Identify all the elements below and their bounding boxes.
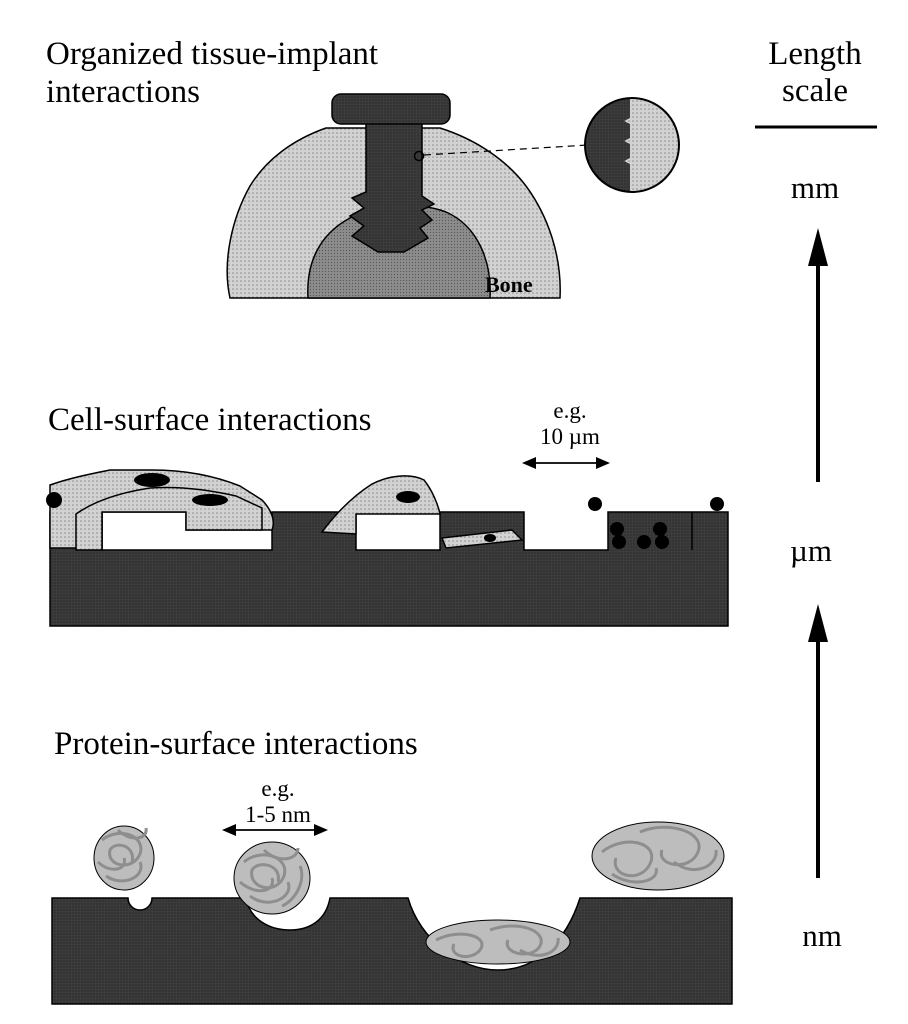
- unit-label-um: µm: [790, 533, 832, 568]
- detail-leader-line: [423, 144, 589, 156]
- cell-nucleus: [484, 534, 496, 542]
- protein-surface-illustration: [51, 821, 733, 1005]
- round-cell: [637, 535, 651, 549]
- protein-molecule: [93, 825, 155, 891]
- unit-label-nm: nm: [802, 918, 842, 953]
- protein-scale-example: e.g. 1-5 nm: [218, 776, 338, 828]
- round-cell: [655, 535, 669, 549]
- length-scale-title: Length scale: [745, 36, 885, 110]
- tissue-implant-title: Organized tissue-implant interactions: [46, 36, 378, 112]
- bone-label: Bone: [485, 272, 533, 297]
- tissue-implant-title-line2: interactions: [46, 73, 200, 110]
- round-cell: [612, 535, 626, 549]
- protein-molecule: [233, 841, 311, 915]
- arrow-up-icon: [808, 228, 828, 482]
- cell: [320, 475, 441, 535]
- tissue-implant-title-line1: Organized tissue-implant: [46, 36, 379, 72]
- cell-surface-title: Cell-surface interactions: [48, 402, 372, 438]
- length-scale-axis: [755, 125, 877, 878]
- length-scale-title-line2: scale: [782, 72, 848, 109]
- nano-substrate: [51, 897, 733, 1005]
- cell-scale-example: e.g. 10 µm: [510, 398, 630, 450]
- cell-scale-example-value: 10 µm: [540, 423, 600, 449]
- cell-nucleus: [192, 494, 228, 506]
- round-cell: [710, 497, 724, 511]
- implant-screw: [348, 121, 436, 253]
- protein-scale-example-prefix: e.g.: [261, 776, 295, 801]
- interface-detail-inset: [584, 97, 680, 193]
- protein-molecule: [591, 821, 725, 891]
- arrow-up-icon: [808, 604, 828, 878]
- protein-molecule: [425, 919, 571, 965]
- cell-nucleus: [134, 473, 170, 487]
- cell-nucleus: [46, 492, 62, 508]
- cell-surface-illustration: [46, 457, 729, 627]
- tissue-implant-illustration: [226, 93, 680, 299]
- protein-scale-example-value: 1-5 nm: [245, 801, 311, 827]
- unit-label-mm: mm: [790, 170, 840, 205]
- implant-head: [331, 93, 451, 125]
- cell-scale-example-prefix: e.g.: [553, 398, 587, 423]
- cell-dimension-arrow: [522, 457, 610, 469]
- cell: [440, 529, 524, 549]
- protein-surface-title: Protein-surface interactions: [54, 726, 418, 762]
- micro-grooved-substrate: [49, 511, 729, 627]
- cell-nucleus: [396, 491, 420, 503]
- protein-dimension-arrow: [222, 824, 328, 836]
- round-cell: [653, 522, 667, 536]
- length-scale-title-line1: Length: [768, 36, 862, 72]
- round-cell: [610, 522, 624, 536]
- round-cell: [588, 497, 602, 511]
- detail-marker: [413, 150, 425, 162]
